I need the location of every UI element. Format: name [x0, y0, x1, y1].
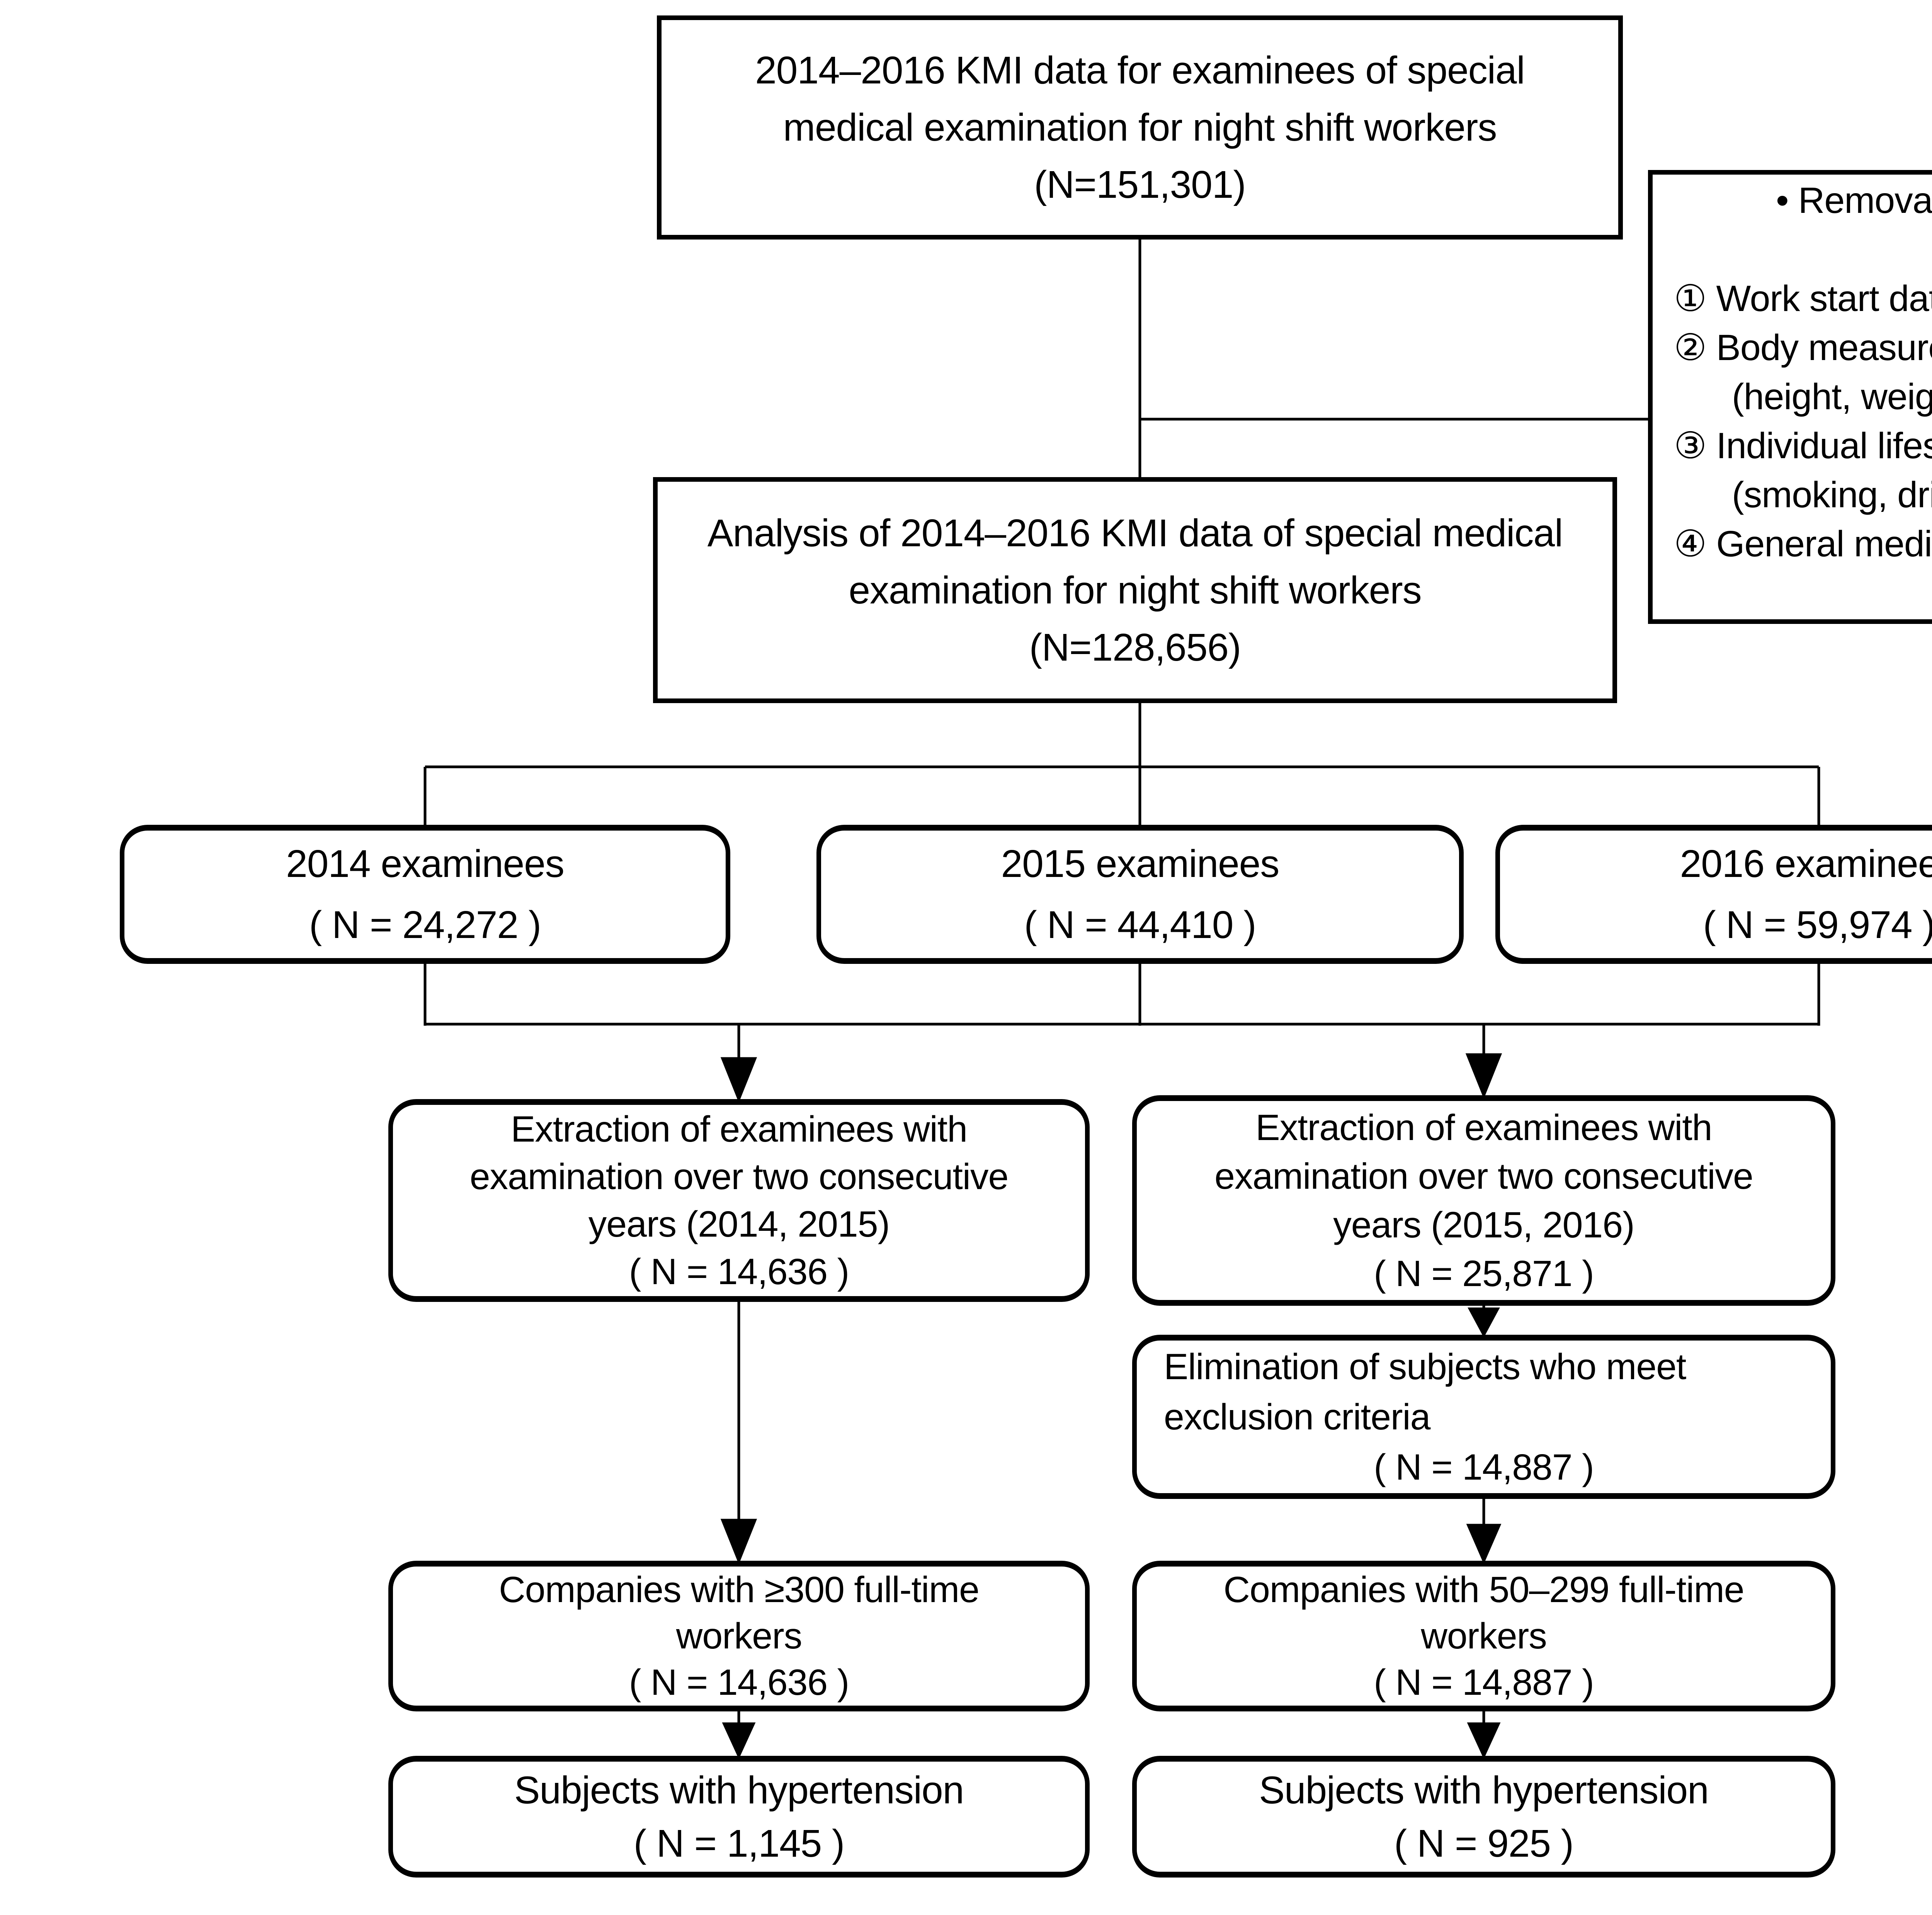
text-line: (N=128,656)	[1029, 625, 1242, 669]
box-extraction-2014-2015: Extraction of examinees with examination…	[388, 1099, 1090, 1302]
arrowhead-hypertension-right	[1467, 1722, 1501, 1759]
text-line: Companies with ≥300 full-time	[499, 1569, 980, 1610]
text-line: ( N = 59,974 )	[1703, 903, 1932, 946]
text-line: Extraction of examinees with	[1255, 1107, 1712, 1148]
text-line: ③ Individual lifestyle habits	[1674, 425, 1932, 466]
arrowhead-hypertension-left	[722, 1722, 756, 1759]
text-line: (N=151,301)	[1034, 163, 1246, 206]
arrowhead-extraction-right	[1465, 1053, 1502, 1099]
text-line: ( N = 24,272 )	[309, 903, 541, 946]
text-line: Subjects with hypertension	[1259, 1768, 1709, 1812]
box-source-data: 2014–2016 KMI data for examinees of spec…	[657, 15, 1623, 240]
text-line: Analysis of 2014–2016 KMI data of specia…	[707, 511, 1563, 555]
text-line: 2014–2016 KMI data for examinees of spec…	[755, 49, 1525, 92]
text-line: ② Body measurement	[1674, 327, 1932, 368]
text-line: (height, weight, waist circumference)	[1732, 376, 1932, 417]
text-line: ④ General medical history	[1674, 523, 1932, 564]
box-examinees-2015: 2015 examinees ( N = 44,410 )	[816, 825, 1464, 964]
box-examinees-2016: 2016 examinees ( N = 59,974 )	[1495, 825, 1932, 964]
text-line: medical examination for night shift work…	[783, 106, 1497, 149]
box-removal-criteria: • Removal of missing or erroneous values…	[1648, 170, 1932, 624]
text-line: Elimination of subjects who meet	[1164, 1346, 1686, 1387]
text-line: 2015 examinees	[1001, 842, 1280, 885]
text-line: (N=22,645)	[1674, 569, 1932, 618]
text-line: examination over two consecutive	[469, 1156, 1009, 1197]
box-examinees-2014: 2014 examinees ( N = 24,272 )	[120, 825, 730, 964]
box-extraction-2015-2016: Extraction of examinees with examination…	[1132, 1095, 1835, 1306]
text-line: the following items:	[1674, 225, 1932, 274]
text-line: ( N = 925 )	[1394, 1822, 1574, 1865]
text-line: ( N = 1,145 )	[633, 1822, 845, 1865]
text-line: exclusion criteria	[1164, 1396, 1431, 1438]
text-line: 2014 examinees	[286, 842, 565, 885]
text-line: • Removal of missing or erroneous values…	[1776, 180, 1932, 221]
text-line: ( N = 44,410 )	[1024, 903, 1256, 946]
text-line: (smoking, drinking, exercise)	[1732, 474, 1932, 515]
box-analysis-data: Analysis of 2014–2016 KMI data of specia…	[653, 477, 1617, 703]
text-line: examination for night shift workers	[849, 568, 1422, 612]
text-line: ( N = 14,887 )	[1374, 1446, 1594, 1488]
text-line: ① Work start date or transfer date	[1674, 278, 1932, 319]
text-line: years (2015, 2016)	[1333, 1204, 1634, 1246]
text-line: years (2014, 2015)	[588, 1203, 890, 1245]
box-hypertension-small-companies: Subjects with hypertension ( N = 925 )	[1132, 1756, 1835, 1878]
box-hypertension-large-companies: Subjects with hypertension ( N = 1,145 )	[388, 1756, 1090, 1878]
arrowhead-companies-300	[720, 1519, 757, 1565]
box-elimination-exclusion: Elimination of subjects who meet exclusi…	[1132, 1335, 1835, 1499]
text-line: ( N = 25,871 )	[1374, 1253, 1594, 1294]
text-line: examination over two consecutive	[1214, 1155, 1753, 1197]
text-line: workers	[1421, 1616, 1547, 1657]
text-line: Companies with 50–299 full-time	[1223, 1569, 1744, 1610]
box-companies-50-299: Companies with 50–299 full-time workers …	[1132, 1561, 1835, 1711]
box-companies-300-plus: Companies with ≥300 full-time workers ( …	[388, 1561, 1090, 1711]
text-line: Extraction of examinees with	[510, 1108, 968, 1150]
text-line: ( N = 14,636 )	[629, 1251, 850, 1292]
text-line: workers	[676, 1616, 803, 1657]
text-line: ( N = 14,887 )	[1374, 1662, 1594, 1703]
arrowhead-extraction-left	[720, 1057, 757, 1103]
arrowhead-companies-50-299	[1466, 1524, 1502, 1564]
text-line: 2016 examinees	[1680, 842, 1932, 885]
text-line: ( N = 14,636 )	[629, 1662, 850, 1703]
text-line: Subjects with hypertension	[514, 1768, 964, 1812]
arrowhead-elimination	[1468, 1307, 1500, 1338]
